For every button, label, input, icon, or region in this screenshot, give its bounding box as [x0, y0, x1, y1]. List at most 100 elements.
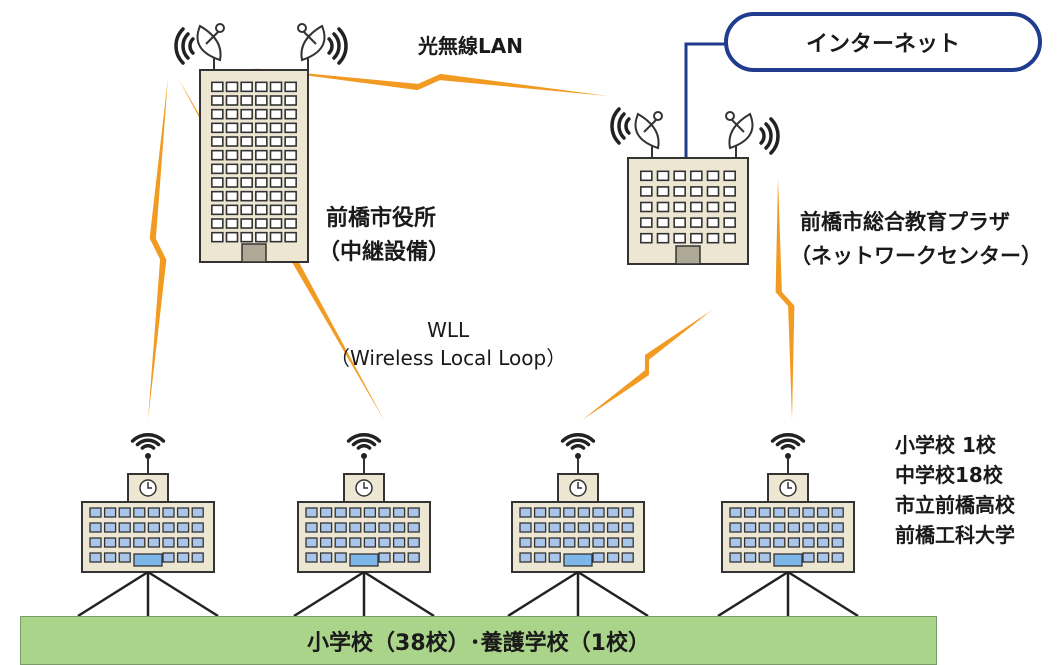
building-window: [211, 218, 224, 229]
school-window: [147, 537, 161, 548]
school-window: [319, 552, 333, 563]
building-window: [255, 122, 268, 134]
plaza-sub: （ネットワークセンター）: [790, 244, 1042, 268]
building-window: [255, 108, 268, 120]
building-window: [706, 201, 720, 213]
building-window: [240, 177, 253, 188]
school-entrance: [563, 553, 593, 567]
school-window: [621, 522, 634, 533]
school-window: [305, 522, 318, 533]
building-window: [656, 186, 670, 197]
wll-label: WLL （Wireless Local Loop）: [330, 318, 566, 371]
building-window: [673, 186, 686, 197]
school-window: [816, 507, 830, 518]
school-window: [176, 552, 190, 563]
internet-connection-line: [684, 42, 726, 158]
school-window: [319, 537, 333, 548]
school-window: [392, 522, 406, 533]
internet-cloud: インターネット: [724, 12, 1042, 72]
school-window: [118, 537, 131, 548]
school-window: [162, 507, 175, 518]
building-window: [255, 163, 268, 175]
school-window: [191, 552, 204, 563]
school-window: [378, 507, 391, 518]
school-window: [621, 507, 634, 518]
school-window: [563, 537, 576, 548]
building-window: [211, 231, 224, 243]
school-window: [729, 507, 742, 518]
building-window: [723, 186, 736, 197]
school-window: [133, 507, 146, 518]
school-window: [305, 552, 318, 563]
building-door: [675, 245, 701, 265]
wireless-signal-icon: [327, 27, 348, 65]
school-window: [533, 537, 547, 548]
school-window: [519, 552, 532, 563]
school-window: [577, 522, 591, 533]
internet-label: インターネット: [805, 32, 960, 57]
building-window: [225, 218, 239, 229]
building-window: [269, 81, 283, 93]
building-window: [284, 136, 297, 147]
wireless-signal-icon: [610, 107, 631, 145]
building-window: [255, 177, 268, 188]
antenna-dish-icon: [725, 111, 754, 168]
school-window: [787, 507, 801, 518]
building-window: [706, 217, 720, 228]
building-window: [225, 163, 239, 175]
wireless-signal-icon: [174, 27, 195, 65]
building-window: [284, 163, 297, 175]
school-window: [802, 537, 815, 548]
building-window: [255, 149, 268, 161]
school-window: [89, 552, 102, 563]
building-window: [284, 218, 297, 229]
building-window: [211, 95, 224, 106]
wireless-signal-icon: [770, 433, 806, 459]
school-window: [548, 552, 561, 563]
building-window: [255, 136, 268, 147]
building-window: [284, 149, 297, 161]
school-building: [507, 433, 649, 618]
building-window: [211, 177, 224, 188]
building-window: [240, 149, 253, 161]
building-window: [225, 190, 239, 202]
building-window: [673, 201, 686, 213]
school-window: [191, 507, 204, 518]
building-window: [225, 204, 239, 216]
schools-list-item: 市立前橋高校: [895, 493, 1015, 517]
school-window: [621, 537, 634, 548]
school-window: [787, 522, 801, 533]
school-window: [89, 537, 102, 548]
lightning-link-icon: [148, 78, 168, 420]
school-window: [548, 537, 561, 548]
building-window: [225, 149, 239, 161]
building-window: [656, 232, 670, 244]
school-window: [533, 552, 547, 563]
building-window: [690, 217, 703, 228]
school-window: [621, 552, 634, 563]
building-window: [255, 231, 268, 243]
school-window: [831, 507, 844, 518]
wireless-signal-icon: [130, 433, 166, 459]
building-window: [284, 95, 297, 106]
building-window: [723, 201, 736, 213]
building-window: [225, 108, 239, 120]
city-hall-building: [199, 69, 309, 263]
school-window: [319, 522, 333, 533]
building-window: [269, 95, 283, 106]
school-window: [758, 537, 771, 548]
building-window: [255, 204, 268, 216]
school-window: [89, 522, 102, 533]
building-window: [284, 190, 297, 202]
school-window: [334, 507, 347, 518]
building-window: [640, 232, 653, 244]
city-hall-name: 前橋市役所: [326, 206, 437, 231]
school-window: [162, 552, 175, 563]
school-window: [191, 537, 204, 548]
building-window: [656, 170, 670, 182]
school-window: [349, 537, 362, 548]
building-window: [211, 204, 224, 216]
building-window: [225, 95, 239, 106]
school-window: [831, 552, 844, 563]
